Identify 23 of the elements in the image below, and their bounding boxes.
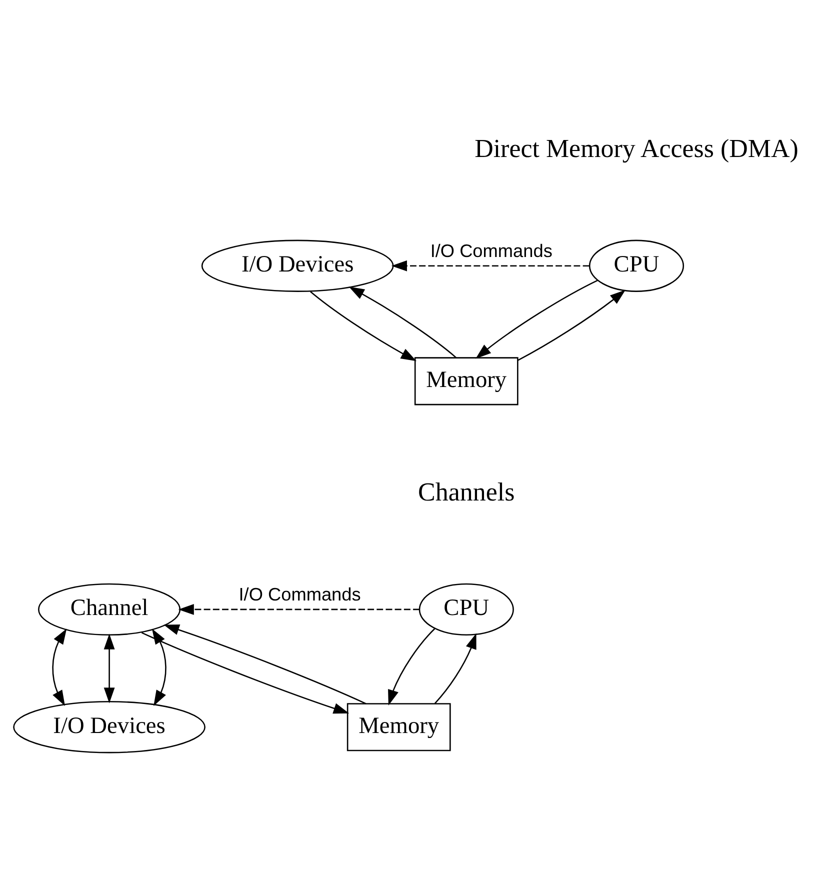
arrow <box>348 286 457 358</box>
node-box: Memory <box>346 702 451 751</box>
node-box: Memory <box>414 356 518 405</box>
arrow <box>104 633 115 703</box>
edge-label: I/O Commands <box>430 240 552 261</box>
node-ellipse: I/O Devices <box>13 700 206 753</box>
node-ellipse: CPU <box>588 239 684 292</box>
arrow <box>52 628 67 706</box>
arrow <box>178 603 420 614</box>
arrow <box>388 628 436 705</box>
arrow <box>476 279 598 358</box>
label: Channels <box>418 477 515 506</box>
node-ellipse: I/O Devices <box>201 239 394 292</box>
arrow <box>518 289 626 360</box>
arrow <box>152 628 166 706</box>
arrow <box>391 260 590 271</box>
node-ellipse: CPU <box>418 582 514 636</box>
arrow <box>310 290 416 361</box>
arrow <box>434 632 476 704</box>
arrow <box>164 624 366 704</box>
label: Direct Memory Access (DMA) <box>474 134 798 163</box>
edge-label: I/O Commands <box>238 584 361 604</box>
arrow <box>141 632 350 714</box>
